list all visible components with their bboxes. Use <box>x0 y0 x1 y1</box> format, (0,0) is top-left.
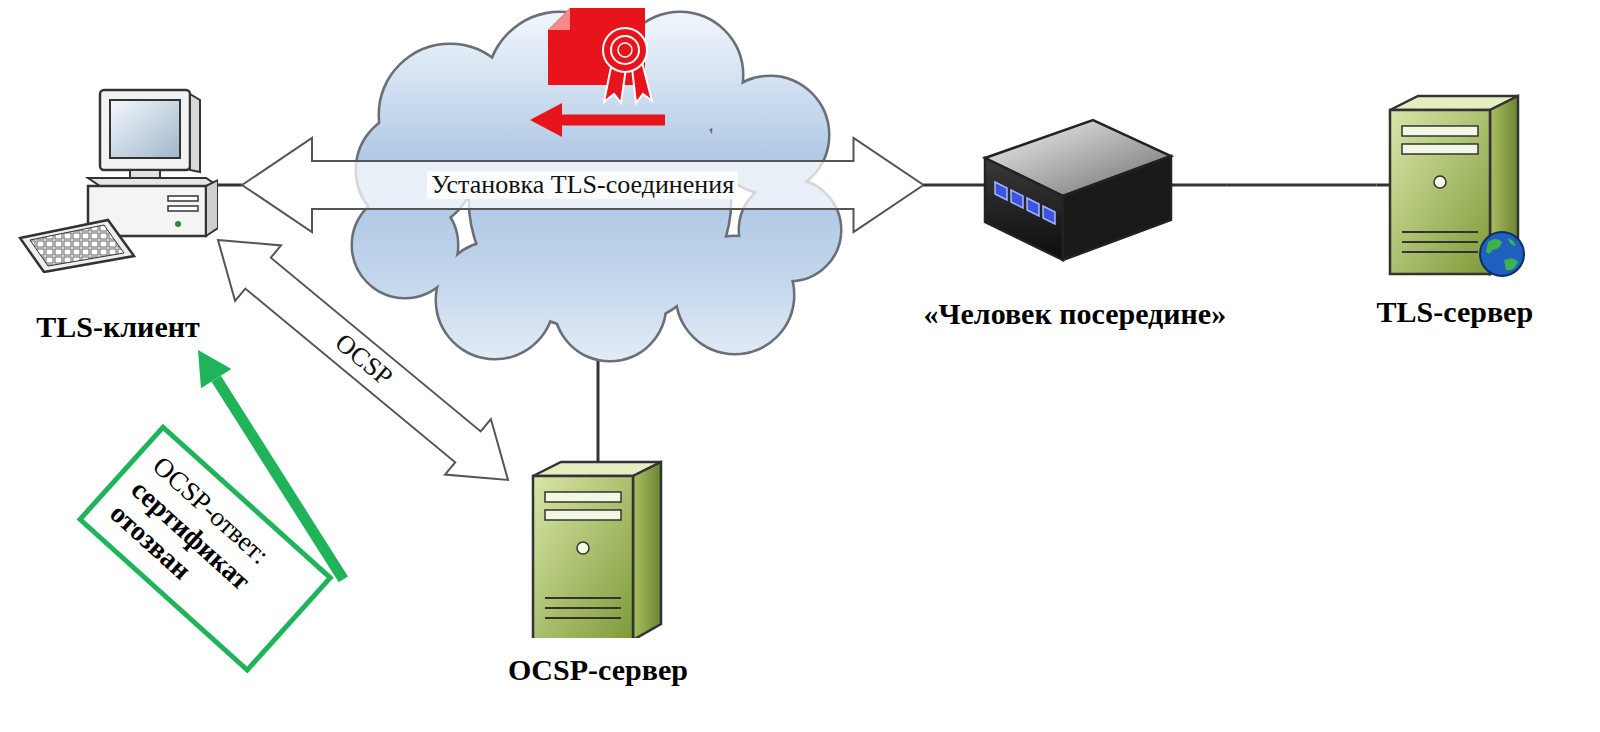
connector <box>218 138 924 232</box>
red-arrow <box>530 103 665 137</box>
server-icon-part <box>545 492 621 502</box>
mitm-icon <box>975 100 1175 270</box>
edge-label: OCSP <box>326 325 401 394</box>
cloud-link <box>597 350 600 468</box>
mitm-node: «Человек посередине» <box>924 100 1227 332</box>
hollow-arrow <box>242 138 924 232</box>
computer-icon-part <box>206 180 218 236</box>
fake-certificate <box>548 8 652 103</box>
fake-certificate-part <box>548 8 570 30</box>
mitm-icon-part <box>1027 198 1039 216</box>
mitm-icon-part <box>985 158 1063 260</box>
server-node: TLS-сервер <box>1377 92 1534 330</box>
node-label: TLS-сервер <box>1377 294 1534 330</box>
fake-certificate-part <box>611 36 639 64</box>
server-node: OCSP-сервер <box>508 458 688 688</box>
ocsp-response-note: OCSP-ответ:сертификат отозван <box>76 423 334 673</box>
server-icon <box>523 458 673 638</box>
server-icon-part <box>1402 251 1478 253</box>
edge-label: Установка TLS-соединения <box>427 171 738 200</box>
server-icon-part <box>545 607 621 609</box>
computer-icon-part <box>30 225 124 266</box>
computer-icon-part <box>175 221 181 227</box>
red-arrow-part <box>555 115 665 126</box>
cable-stub <box>1171 184 1226 187</box>
server-icon-part <box>545 597 621 599</box>
computer-icon-part <box>110 100 180 158</box>
server-icon-part <box>1402 144 1478 154</box>
computer-icon-part <box>190 94 200 172</box>
mitm-icon-part <box>995 182 1007 200</box>
server-icon-part <box>1402 241 1478 243</box>
server-icon <box>1380 92 1530 282</box>
mitm-icon-part <box>1043 206 1055 224</box>
server-icon-part <box>1402 231 1478 233</box>
red-arrow-part <box>530 103 562 137</box>
server-icon-part <box>1390 110 1490 274</box>
server-icon-part <box>545 617 621 619</box>
computer-icon-part <box>168 206 198 211</box>
fake-certificate-part <box>603 28 647 72</box>
server-icon-part <box>1402 126 1478 136</box>
computer-icon-part <box>168 196 198 201</box>
connector-line <box>1226 184 1376 187</box>
connector <box>1226 185 1376 186</box>
cable-stub <box>924 184 985 187</box>
connector-line <box>218 184 242 187</box>
mitm-icon-part <box>1063 156 1171 260</box>
node-label: TLS-клиент <box>36 309 199 345</box>
mitm-icon-part <box>1011 190 1023 208</box>
cable-stub <box>1377 184 1390 187</box>
node-label: OCSP-сервер <box>508 652 688 688</box>
server-icon-part <box>533 476 633 638</box>
server-icon-part <box>633 462 661 638</box>
arrow-head <box>198 350 231 388</box>
server-icon-part <box>1480 232 1524 276</box>
fake-certificate-part <box>548 8 645 85</box>
server-icon-part <box>1434 176 1446 188</box>
server-icon-part <box>577 542 589 554</box>
server-icon-part <box>1486 238 1518 270</box>
computer-icon-part <box>20 220 134 272</box>
computer-icon-part <box>130 170 160 178</box>
server-icon-part <box>545 510 621 520</box>
fake-certificate-part <box>618 43 632 57</box>
computer-icon <box>18 88 218 273</box>
node-label: «Человек посередине» <box>924 296 1227 332</box>
computer-icon-part <box>100 90 190 170</box>
client-node: TLS-клиент <box>18 88 218 345</box>
